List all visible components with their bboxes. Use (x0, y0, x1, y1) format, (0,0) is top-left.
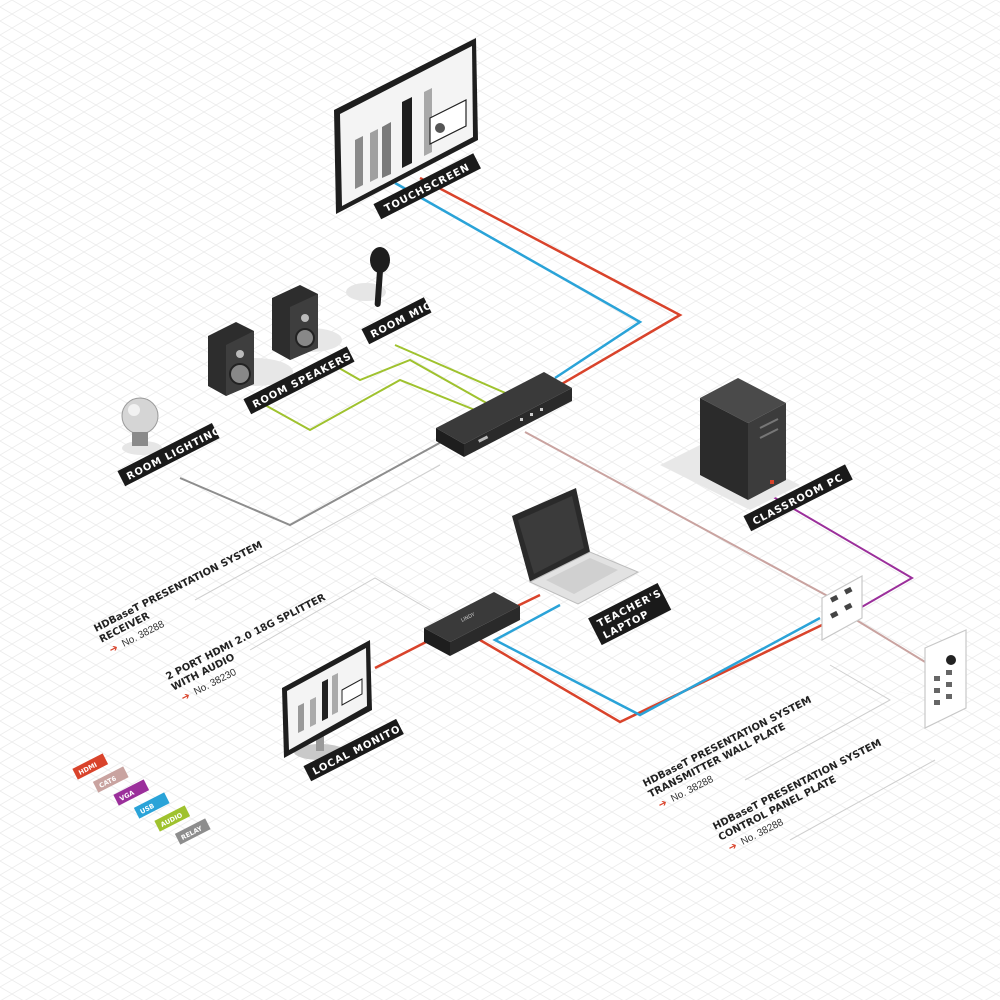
cable-relay-lighting (179, 439, 446, 527)
cable-hdmi-monitor (374, 638, 431, 670)
legend-swatch (72, 753, 109, 780)
cable-usb-wallplate (492, 603, 821, 717)
cable-audio-speaker2 (264, 378, 481, 432)
room-lighting-device (121, 397, 162, 455)
cable-vga-pc (769, 494, 914, 609)
local-monitor-device (282, 640, 372, 760)
cable-usb-touchscreen (394, 181, 643, 380)
cable-audio-mic (394, 344, 511, 396)
room-speakers-device (208, 285, 342, 396)
callout-receiver (194, 464, 441, 601)
room-mic-device (346, 247, 390, 307)
touchscreen-device (334, 38, 478, 214)
cable-cat6-wallplate (524, 431, 836, 601)
legend-swatch (174, 818, 211, 845)
transmitter-wall-plate-device (821, 574, 863, 642)
callout-splitter (249, 577, 431, 651)
classroom-pc-device (660, 378, 800, 510)
legend-swatch (92, 766, 129, 793)
callout-wallplate (744, 664, 892, 781)
legend-swatch (133, 792, 170, 819)
cable-hdmi-touchscreen (419, 176, 683, 387)
teachers-laptop-device (512, 488, 640, 605)
cable-audio-speaker1 (324, 358, 491, 406)
cable-cat6-controlpanel (847, 614, 931, 666)
hdmi-splitter-device: LINDY (424, 592, 520, 656)
control-panel-plate-device (892, 629, 972, 729)
cable-hdmi-wallplate (479, 623, 823, 724)
callout-controlpanel (789, 759, 936, 841)
legend-swatch (154, 805, 191, 832)
cables (179, 176, 936, 841)
hdbaset-receiver-device (436, 372, 572, 457)
legend-swatch (113, 779, 150, 806)
